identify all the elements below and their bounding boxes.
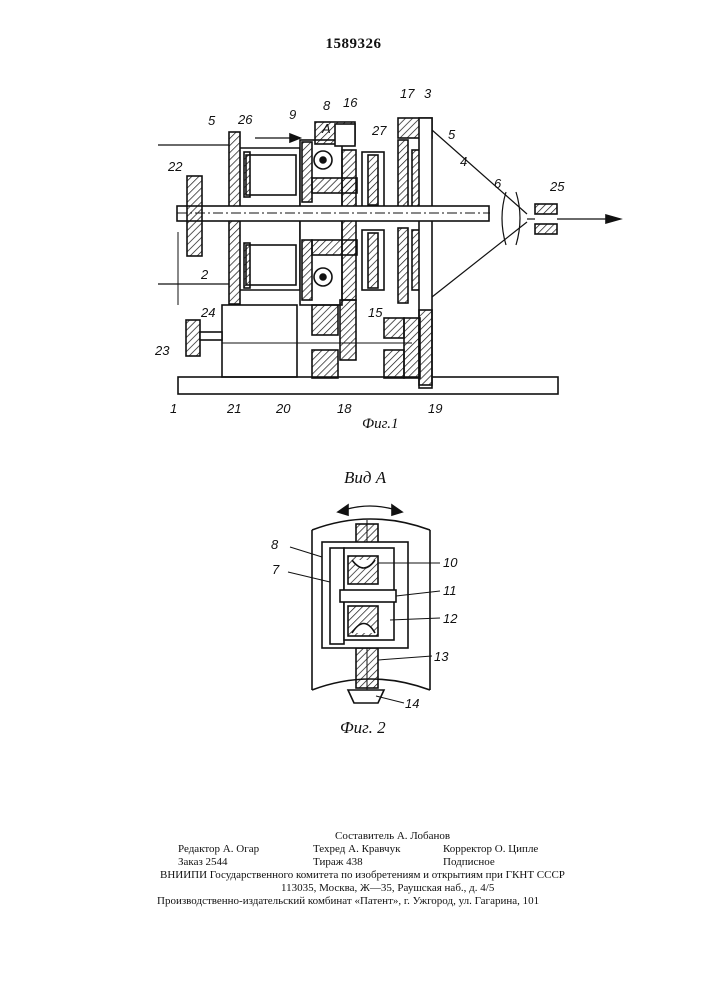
imprint-corrector: Корректор О. Ципле	[443, 843, 538, 855]
imprint-techred: Техред А. Кравчук	[313, 843, 400, 855]
imprint-editor: Редактор А. Огар	[178, 843, 259, 855]
imprint-compiler: Составитель А. Лобанов	[335, 830, 450, 842]
imprint-subscription: Подписное	[443, 856, 495, 868]
fig2-label-8: 8	[271, 538, 278, 551]
fig1-label-4: 4	[460, 155, 467, 168]
fig1-label-1: 1	[170, 402, 177, 415]
fig2-label-14: 14	[405, 697, 419, 710]
fig1-label-22: 22	[168, 160, 182, 173]
fig1-label-25: 25	[550, 180, 564, 193]
fig1-arrow-label: A	[322, 122, 331, 135]
fig1-label-20: 20	[276, 402, 290, 415]
fig2-label-10: 10	[443, 556, 457, 569]
figure-1-drawing	[0, 0, 707, 440]
fig1-label-17: 17	[400, 87, 414, 100]
fig1-label-18: 18	[337, 402, 351, 415]
fig1-label-23: 23	[155, 344, 169, 357]
imprint-vniipi: ВНИИПИ Государственного комитета по изоб…	[160, 869, 565, 881]
fig1-label-15: 15	[368, 306, 382, 319]
fig1-label-8: 8	[323, 99, 330, 112]
imprint-circulation: Тираж 438	[313, 856, 363, 868]
fig1-label-16: 16	[343, 96, 357, 109]
figure-2-view-title: Вид А	[344, 468, 386, 488]
fig1-label-5a: 5	[208, 114, 215, 127]
fig1-label-5b: 5	[448, 128, 455, 141]
imprint-publisher: Производственно-издательский комбинат «П…	[157, 895, 539, 907]
figure-1-caption: Фиг.1	[362, 416, 398, 433]
fig2-label-12: 12	[443, 612, 457, 625]
fig2-label-11: 11	[443, 584, 457, 597]
figure-2-caption: Фиг. 2	[340, 718, 386, 738]
fig1-label-21: 21	[227, 402, 241, 415]
fig1-label-26: 26	[238, 113, 252, 126]
fig2-label-13: 13	[434, 650, 448, 663]
fig1-label-9: 9	[289, 108, 296, 121]
fig1-label-2: 2	[201, 268, 208, 281]
fig1-label-3: 3	[424, 87, 431, 100]
imprint-address: 113035, Москва, Ж—35, Раушская наб., д. …	[281, 882, 494, 894]
fig1-label-19: 19	[428, 402, 442, 415]
fig1-label-6: 6	[494, 177, 501, 190]
fig1-label-27: 27	[372, 124, 386, 137]
imprint-order: Заказ 2544	[178, 856, 228, 868]
fig1-label-24: 24	[201, 306, 215, 319]
fig2-label-7: 7	[272, 563, 279, 576]
